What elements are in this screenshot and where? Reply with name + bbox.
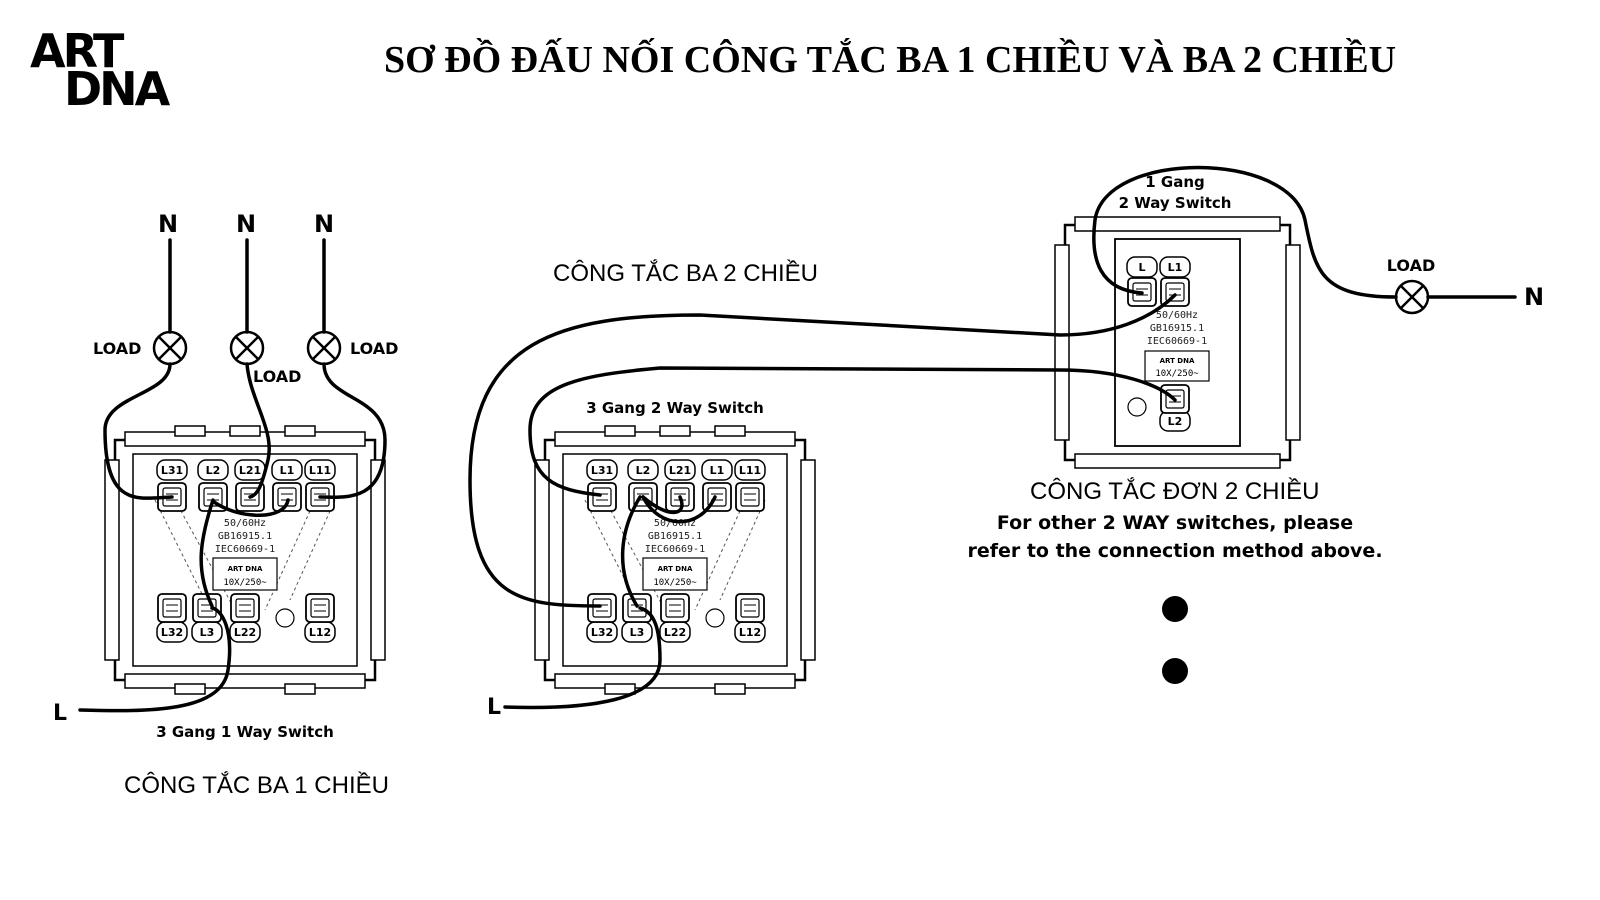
continuation-dot — [1162, 596, 1188, 622]
label-switch-middle: 3 Gang 2 Way Switch — [586, 399, 764, 417]
terminal-label: L3 — [200, 626, 215, 639]
wire-jumper-mid-1 — [620, 495, 642, 608]
spec-standard-2: IEC60669-1 — [215, 544, 275, 555]
wire-load-3 — [318, 362, 387, 500]
terminal-label: L31 — [161, 464, 183, 477]
terminal-label: L22 — [234, 626, 256, 639]
lamp-2 — [229, 330, 265, 366]
label-neutral-right: N — [1524, 283, 1544, 311]
terminal-label: L32 — [161, 626, 183, 639]
terminal-label: L1 — [710, 464, 725, 477]
spec-standard-1: GB16915.1 — [1150, 323, 1204, 334]
label-switch-right-1: 1 Gang — [1145, 173, 1205, 191]
logo-line-1: ART — [30, 24, 124, 78]
wire-jumper-left-1 — [199, 498, 215, 608]
switch-3gang-2way: L31 L2 L21 L1 L11 L32 L3 L22 L12 50/60Hz… — [533, 424, 817, 696]
terminal-label: L1 — [280, 464, 295, 477]
terminal-label: L32 — [591, 626, 613, 639]
caption-left: CÔNG TẮC BA 1 CHIỀU — [124, 772, 389, 799]
wire-live-middle — [503, 606, 662, 710]
terminal-label: L22 — [664, 626, 686, 639]
terminal-label: L21 — [669, 464, 691, 477]
continuation-dot — [1162, 658, 1188, 684]
mini-logo: ART DNA — [228, 565, 263, 573]
lamp-1 — [152, 330, 188, 366]
label-live-left: L — [53, 701, 67, 726]
label-load-2: LOAD — [253, 367, 301, 386]
terminal-label: L31 — [591, 464, 613, 477]
spec-standard-2: IEC60669-1 — [645, 544, 705, 555]
spec-standard-1: GB16915.1 — [648, 531, 702, 542]
terminal-label: L11 — [309, 464, 331, 477]
terminal-label: L12 — [739, 626, 761, 639]
label-neutral-1: N — [158, 210, 178, 238]
spec-frequency: 50/60Hz — [224, 518, 266, 529]
spec-rating: 10X/250~ — [1155, 369, 1199, 379]
terminal-label: L11 — [739, 464, 761, 477]
terminal-label: L2 — [206, 464, 221, 477]
wire-traveler-1 — [468, 293, 1177, 608]
note-line-2: refer to the connection method above. — [967, 540, 1383, 562]
terminal-label: L12 — [309, 626, 331, 639]
page-title: SƠ ĐỒ ĐẤU NỐI CÔNG TẮC BA 1 CHIỀU VÀ BA … — [383, 39, 1397, 81]
mini-logo: ART DNA — [658, 565, 693, 573]
terminal-label: L3 — [630, 626, 645, 639]
switch-3gang-1way: L31 L2 L21 L1 L11 L32 L3 L22 L12 50/60Hz… — [103, 424, 387, 696]
terminal-label: L — [1138, 261, 1145, 274]
lamp-3 — [306, 330, 342, 366]
lamp-right — [1394, 279, 1430, 315]
mini-logo: ART DNA — [1160, 357, 1195, 365]
switch-1gang-2way: L L1 L2 50/60Hz GB16915.1 IEC60669-1 ART… — [1054, 216, 1301, 469]
wire-load-1 — [103, 362, 174, 500]
label-switch-left: 3 Gang 1 Way Switch — [156, 723, 334, 741]
wire-load-right — [1092, 165, 1398, 299]
label-live-middle: L — [487, 695, 501, 720]
spec-rating: 10X/250~ — [223, 578, 267, 588]
label-neutral-3: N — [314, 210, 334, 238]
spec-frequency: 50/60Hz — [654, 518, 696, 529]
wire-jumper-left-2 — [212, 498, 290, 517]
spec-frequency: 50/60Hz — [1156, 310, 1198, 321]
terminal-label: L2 — [1168, 415, 1183, 428]
terminal-label: L21 — [239, 464, 261, 477]
label-switch-right-2: 2 Way Switch — [1119, 194, 1232, 212]
wire-traveler-2 — [528, 366, 1177, 497]
brand-logo: ART DNA — [30, 24, 180, 116]
label-load-right: LOAD — [1387, 256, 1435, 275]
label-load-1: LOAD — [93, 339, 141, 358]
caption-middle: CÔNG TẮC BA 2 CHIỀU — [553, 260, 818, 287]
logo-line-2: DNA — [64, 62, 170, 116]
label-load-3: LOAD — [350, 339, 398, 358]
wire-jumper-mid-3 — [641, 495, 684, 515]
wire-live-left — [78, 606, 232, 713]
spec-standard-1: GB16915.1 — [218, 531, 272, 542]
wire-load-2 — [245, 362, 271, 499]
note-line-1: For other 2 WAY switches, please — [996, 512, 1354, 534]
caption-right: CÔNG TẮC ĐƠN 2 CHIỀU — [1030, 478, 1320, 505]
label-neutral-2: N — [236, 210, 256, 238]
spec-rating: 10X/250~ — [653, 578, 697, 588]
wire-jumper-mid-2 — [641, 495, 717, 524]
terminal-label: L2 — [636, 464, 651, 477]
spec-standard-2: IEC60669-1 — [1147, 336, 1207, 347]
terminal-label: L1 — [1168, 261, 1183, 274]
